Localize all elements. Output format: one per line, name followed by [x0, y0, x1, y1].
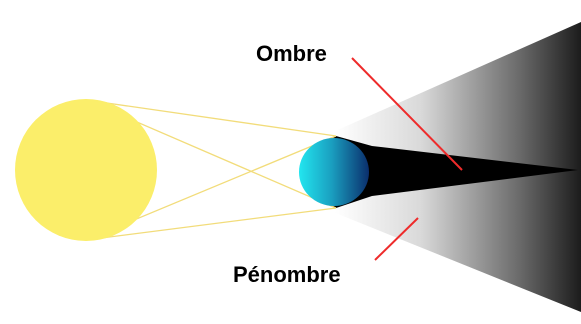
umbra-region — [333, 136, 578, 208]
penumbra-pointer-line — [374, 217, 419, 261]
earth — [299, 138, 369, 206]
sun-ray-top-outer — [85, 99, 337, 137]
sun — [15, 99, 157, 241]
penumbra-label: Pénombre — [233, 262, 341, 287]
sun-ray-bottom-outer — [85, 207, 337, 241]
umbra-pointer-line — [351, 57, 463, 171]
umbra-label: Ombre — [256, 41, 327, 66]
